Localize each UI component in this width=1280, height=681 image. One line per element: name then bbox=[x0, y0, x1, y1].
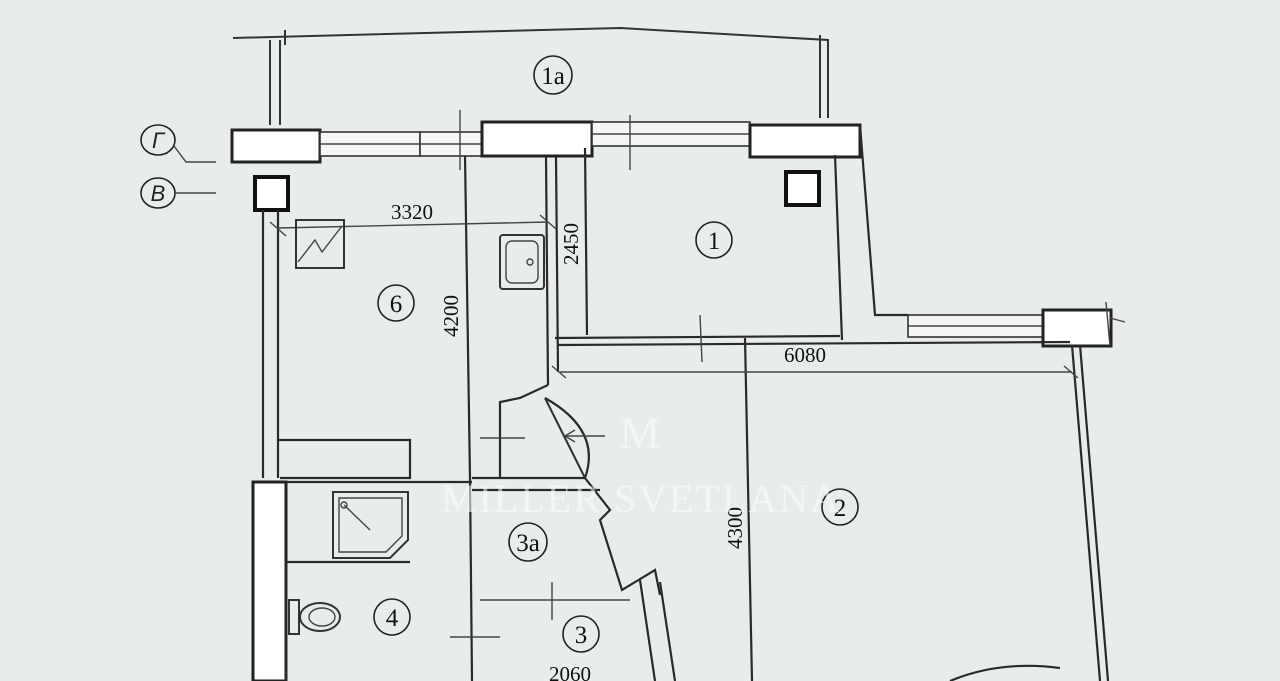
dimension-6080: 6080 bbox=[784, 343, 826, 367]
shower-icon bbox=[332, 491, 409, 559]
dimension-4300: 4300 bbox=[723, 507, 747, 549]
bathroom-walls bbox=[251, 438, 474, 681]
watermark-monogram: M bbox=[620, 407, 663, 458]
room-6-circle bbox=[377, 284, 415, 322]
entrance-door bbox=[450, 384, 1061, 681]
room-label-1: 1 bbox=[708, 228, 721, 255]
watermark-text: MILLER SVETLANA bbox=[441, 476, 841, 521]
room-1a-circle bbox=[533, 55, 573, 95]
room-label-6: 6 bbox=[390, 291, 403, 318]
room-label-3a: 3а bbox=[516, 530, 540, 557]
dimension-3320: 3320 bbox=[391, 200, 433, 224]
wall-segment bbox=[1041, 308, 1113, 348]
dimension-2060: 2060 bbox=[549, 662, 591, 681]
vent-shaft bbox=[784, 170, 821, 207]
top-wall bbox=[230, 120, 862, 164]
axis-marker-v: В bbox=[140, 177, 216, 209]
room-label-1a: 1а bbox=[541, 63, 565, 90]
wall-segment bbox=[230, 128, 322, 164]
toilet-icon bbox=[288, 599, 341, 635]
room-4-circle bbox=[373, 598, 411, 636]
washbasin-icon bbox=[499, 234, 545, 290]
axis-label-g: Г bbox=[152, 128, 166, 153]
axis-marker-g: Г bbox=[140, 124, 216, 163]
dimension-2450: 2450 bbox=[559, 223, 583, 265]
wall-segment bbox=[480, 120, 594, 158]
room-label-4: 4 bbox=[386, 605, 399, 632]
balcony-outline bbox=[232, 26, 829, 125]
room-2-circle bbox=[821, 488, 859, 526]
dimension-4200: 4200 bbox=[439, 295, 463, 337]
room-1-circle bbox=[695, 221, 733, 259]
left-wall bbox=[261, 210, 280, 478]
dimension-lines bbox=[269, 110, 1079, 620]
room-3a-circle bbox=[508, 522, 548, 562]
wall-segment bbox=[748, 123, 862, 159]
room-label-2: 2 bbox=[834, 495, 847, 522]
room-label-3: 3 bbox=[575, 622, 588, 649]
axis-label-v: В bbox=[151, 181, 166, 206]
room-3-circle bbox=[562, 615, 600, 653]
vent-shaft bbox=[253, 175, 290, 212]
partitions bbox=[463, 147, 1110, 681]
room1-outer-wall bbox=[833, 124, 1126, 348]
wall-segment bbox=[251, 480, 288, 681]
stove-icon bbox=[295, 219, 345, 269]
